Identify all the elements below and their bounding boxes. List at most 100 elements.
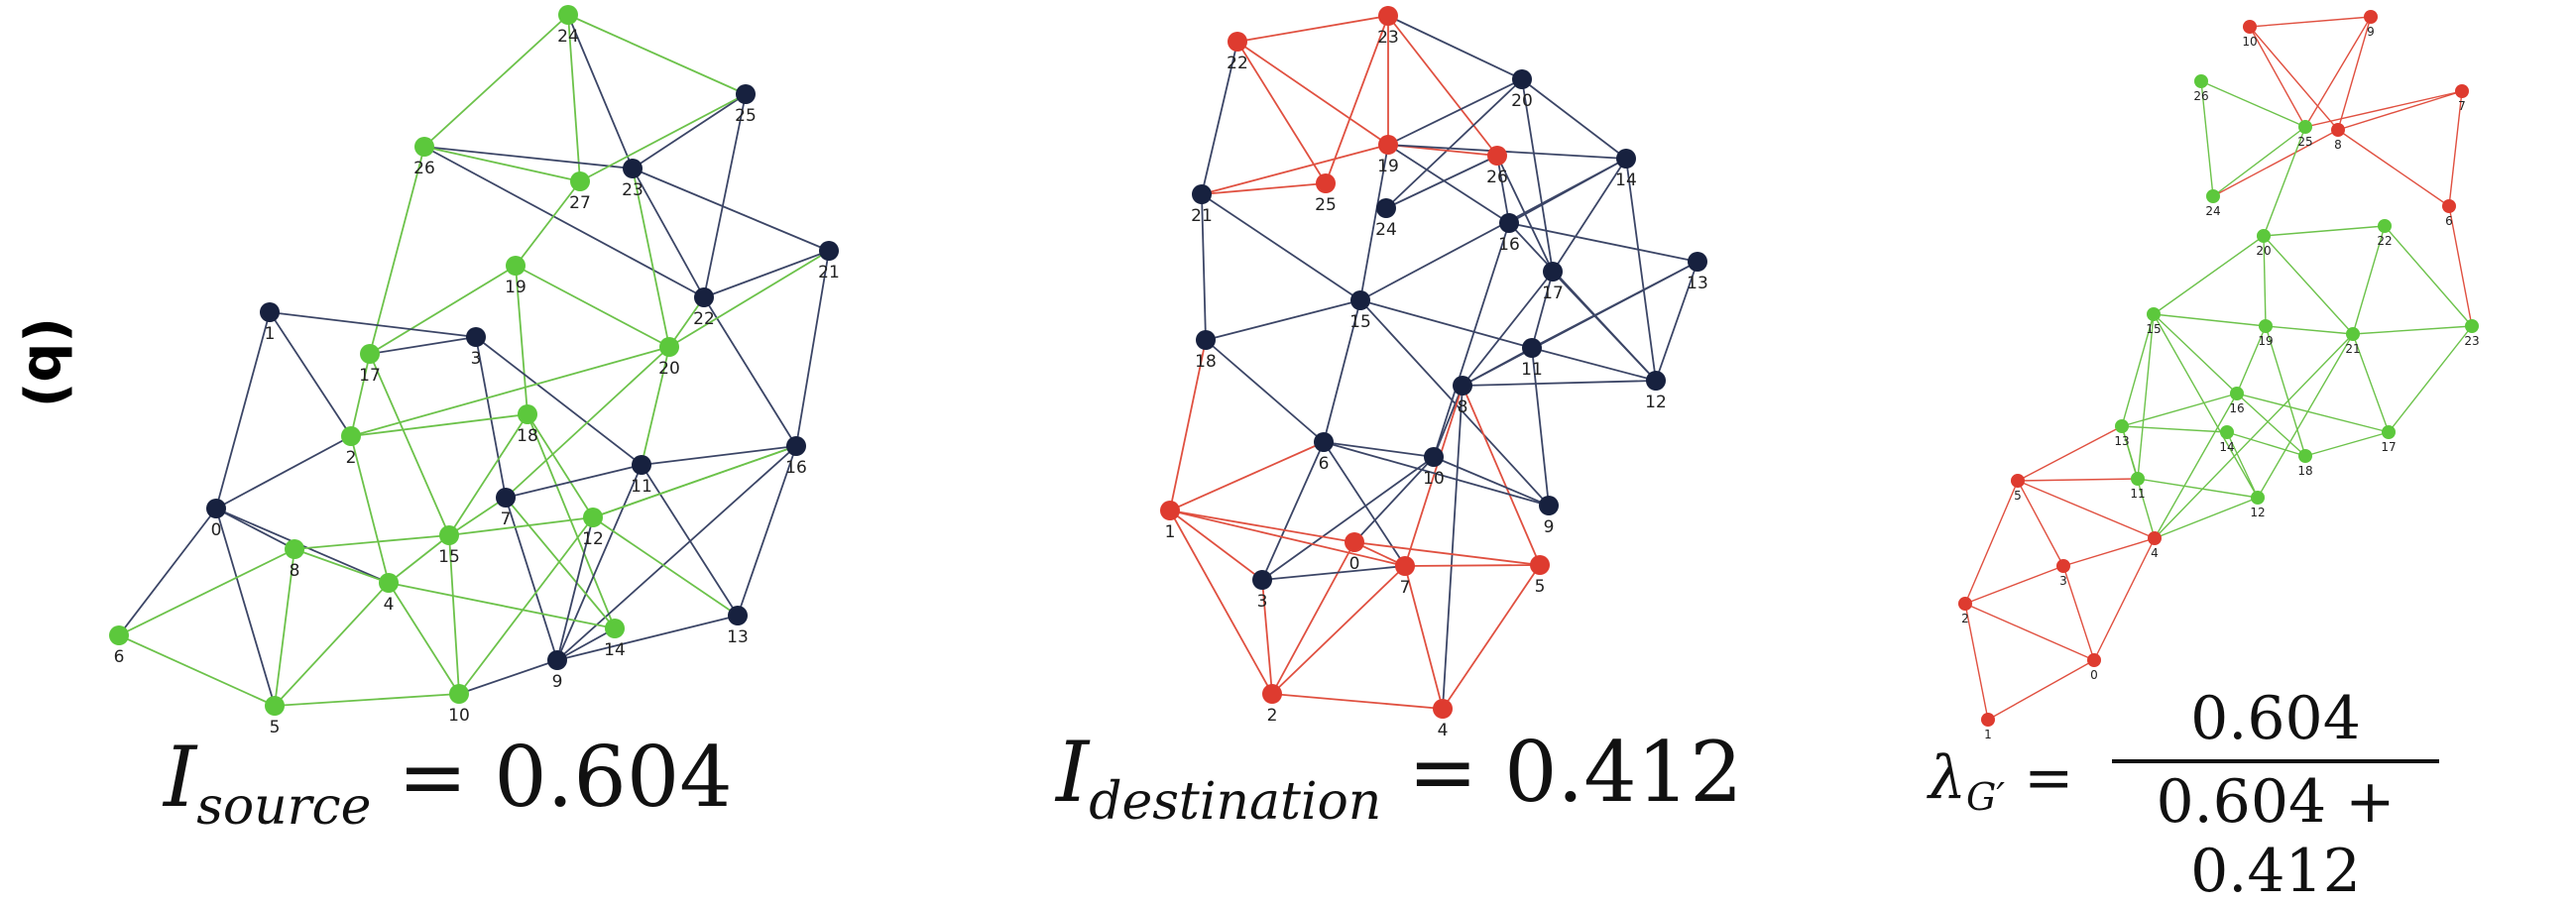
graph-edge <box>369 146 425 355</box>
graph-edge <box>2263 235 2267 327</box>
graph-edge <box>556 516 594 661</box>
graph-edge <box>1385 155 1498 209</box>
graph-edge <box>579 93 747 182</box>
graph-node <box>2251 491 2265 505</box>
graph-edge <box>2017 480 2064 567</box>
graph-node <box>1160 501 1180 520</box>
graph-edge <box>1552 158 1627 273</box>
node-label: 8 <box>1458 397 1468 417</box>
node-label: 10 <box>2242 35 2257 49</box>
node-label: 16 <box>785 458 807 478</box>
graph-edge <box>1387 144 1510 224</box>
graph-edge <box>505 497 616 629</box>
graph-edge <box>2017 478 2139 482</box>
graph-edge <box>2153 313 2267 327</box>
graph-edge <box>2154 333 2354 539</box>
lambda-subscript: G′ <box>1966 775 2006 819</box>
graph-edge <box>703 296 797 447</box>
graph-edge <box>527 413 616 629</box>
graph-edge <box>1201 182 1327 195</box>
node-label: 15 <box>2146 322 2161 336</box>
graph-node <box>1196 330 1216 350</box>
graph-edge <box>1404 385 1464 567</box>
graph-node <box>414 137 434 157</box>
node-label: 17 <box>2381 440 2396 454</box>
node-label: 8 <box>290 561 300 581</box>
graph-edge <box>118 548 295 636</box>
graph-node <box>1228 32 1247 52</box>
node-label: 19 <box>1377 157 1399 176</box>
graph-node <box>449 684 469 704</box>
graph-edge <box>2236 325 2267 395</box>
node-label: 10 <box>448 706 470 726</box>
graph-edge <box>632 168 830 252</box>
graph-edge <box>2388 325 2473 433</box>
node-label: 13 <box>727 627 749 647</box>
node-label: 21 <box>2345 342 2360 356</box>
node-label: 3 <box>471 349 482 369</box>
graph-edge <box>1508 222 1657 382</box>
graph-edge <box>567 14 581 182</box>
graph-edge <box>2448 205 2473 327</box>
graph-edge <box>1625 158 1657 382</box>
graph-node <box>1688 252 1707 272</box>
graph-edge <box>118 508 217 636</box>
lambda-formula: λG′ = 0.604 0.604 + 0.412 <box>1929 684 2523 906</box>
graph-edge <box>350 353 371 437</box>
graph-edge <box>2304 16 2372 128</box>
graph-node <box>1316 173 1336 193</box>
graph-edge <box>1442 564 1541 710</box>
lambda-denominator: 0.604 + 0.412 <box>2156 767 2396 906</box>
node-label: 20 <box>1511 91 1533 111</box>
graph-node <box>2298 120 2312 134</box>
graph-edge <box>2236 393 2390 433</box>
graph-node <box>1433 699 1453 719</box>
graph-edge <box>1964 603 1989 721</box>
graph-edge <box>2263 235 2354 335</box>
source-subscript: source <box>196 777 372 837</box>
graph-node <box>2011 474 2025 488</box>
node-label: 7 <box>2458 99 2466 113</box>
graph-edge <box>1205 299 1361 341</box>
graph-edge <box>2337 16 2372 131</box>
graph-edge <box>1521 78 1554 273</box>
graph-edge <box>2154 393 2238 539</box>
graph-node <box>1262 684 1282 704</box>
graph-node <box>1530 555 1550 575</box>
node-label: 15 <box>438 547 460 567</box>
graph-node <box>1499 213 1519 233</box>
node-label: 9 <box>2367 25 2375 39</box>
graph-edge <box>2352 225 2386 335</box>
graph-node <box>496 488 516 508</box>
graph-edge <box>1201 193 1207 341</box>
graph-edge <box>515 180 581 267</box>
graph-edge <box>1387 15 1523 80</box>
destination-value: = 0.412 <box>1407 724 1743 821</box>
graph-edge <box>703 93 747 298</box>
graph-edge <box>2153 313 2238 395</box>
node-label: 11 <box>1521 360 1543 380</box>
node-label: 22 <box>693 309 715 329</box>
graph-edge <box>448 413 528 536</box>
graph-edge <box>2249 26 2306 128</box>
graph-node <box>2259 319 2273 333</box>
graph-edge <box>448 516 594 536</box>
graph-node <box>1192 184 1212 204</box>
graph-edge <box>1261 456 1435 581</box>
node-label: 22 <box>2377 234 2392 248</box>
graph-node <box>518 404 537 424</box>
graph-edge <box>423 14 569 148</box>
graph-node <box>285 539 304 559</box>
node-label: 7 <box>501 510 512 529</box>
graph-edge <box>1271 693 1444 710</box>
node-label: 23 <box>2464 334 2479 348</box>
graph-edge <box>458 516 594 695</box>
graph-edge <box>668 296 705 348</box>
graph-edge <box>2137 313 2155 480</box>
node-label: 20 <box>658 359 680 379</box>
graph-edge <box>1323 441 1406 567</box>
graph-edge <box>632 93 747 170</box>
graph-node <box>2230 387 2244 400</box>
graph-edge <box>274 693 460 707</box>
